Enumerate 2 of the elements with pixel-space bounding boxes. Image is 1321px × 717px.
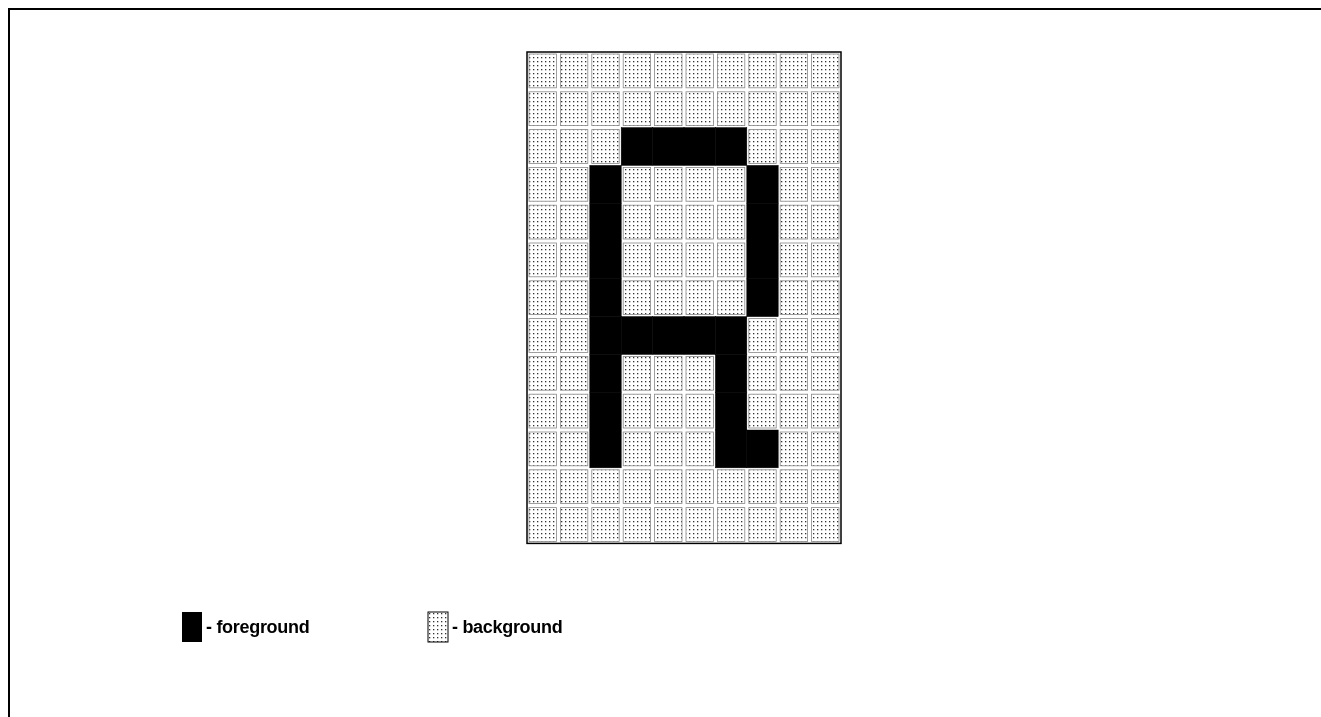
legend-label: - background [452, 616, 563, 638]
legend-label: - foreground [206, 616, 310, 638]
